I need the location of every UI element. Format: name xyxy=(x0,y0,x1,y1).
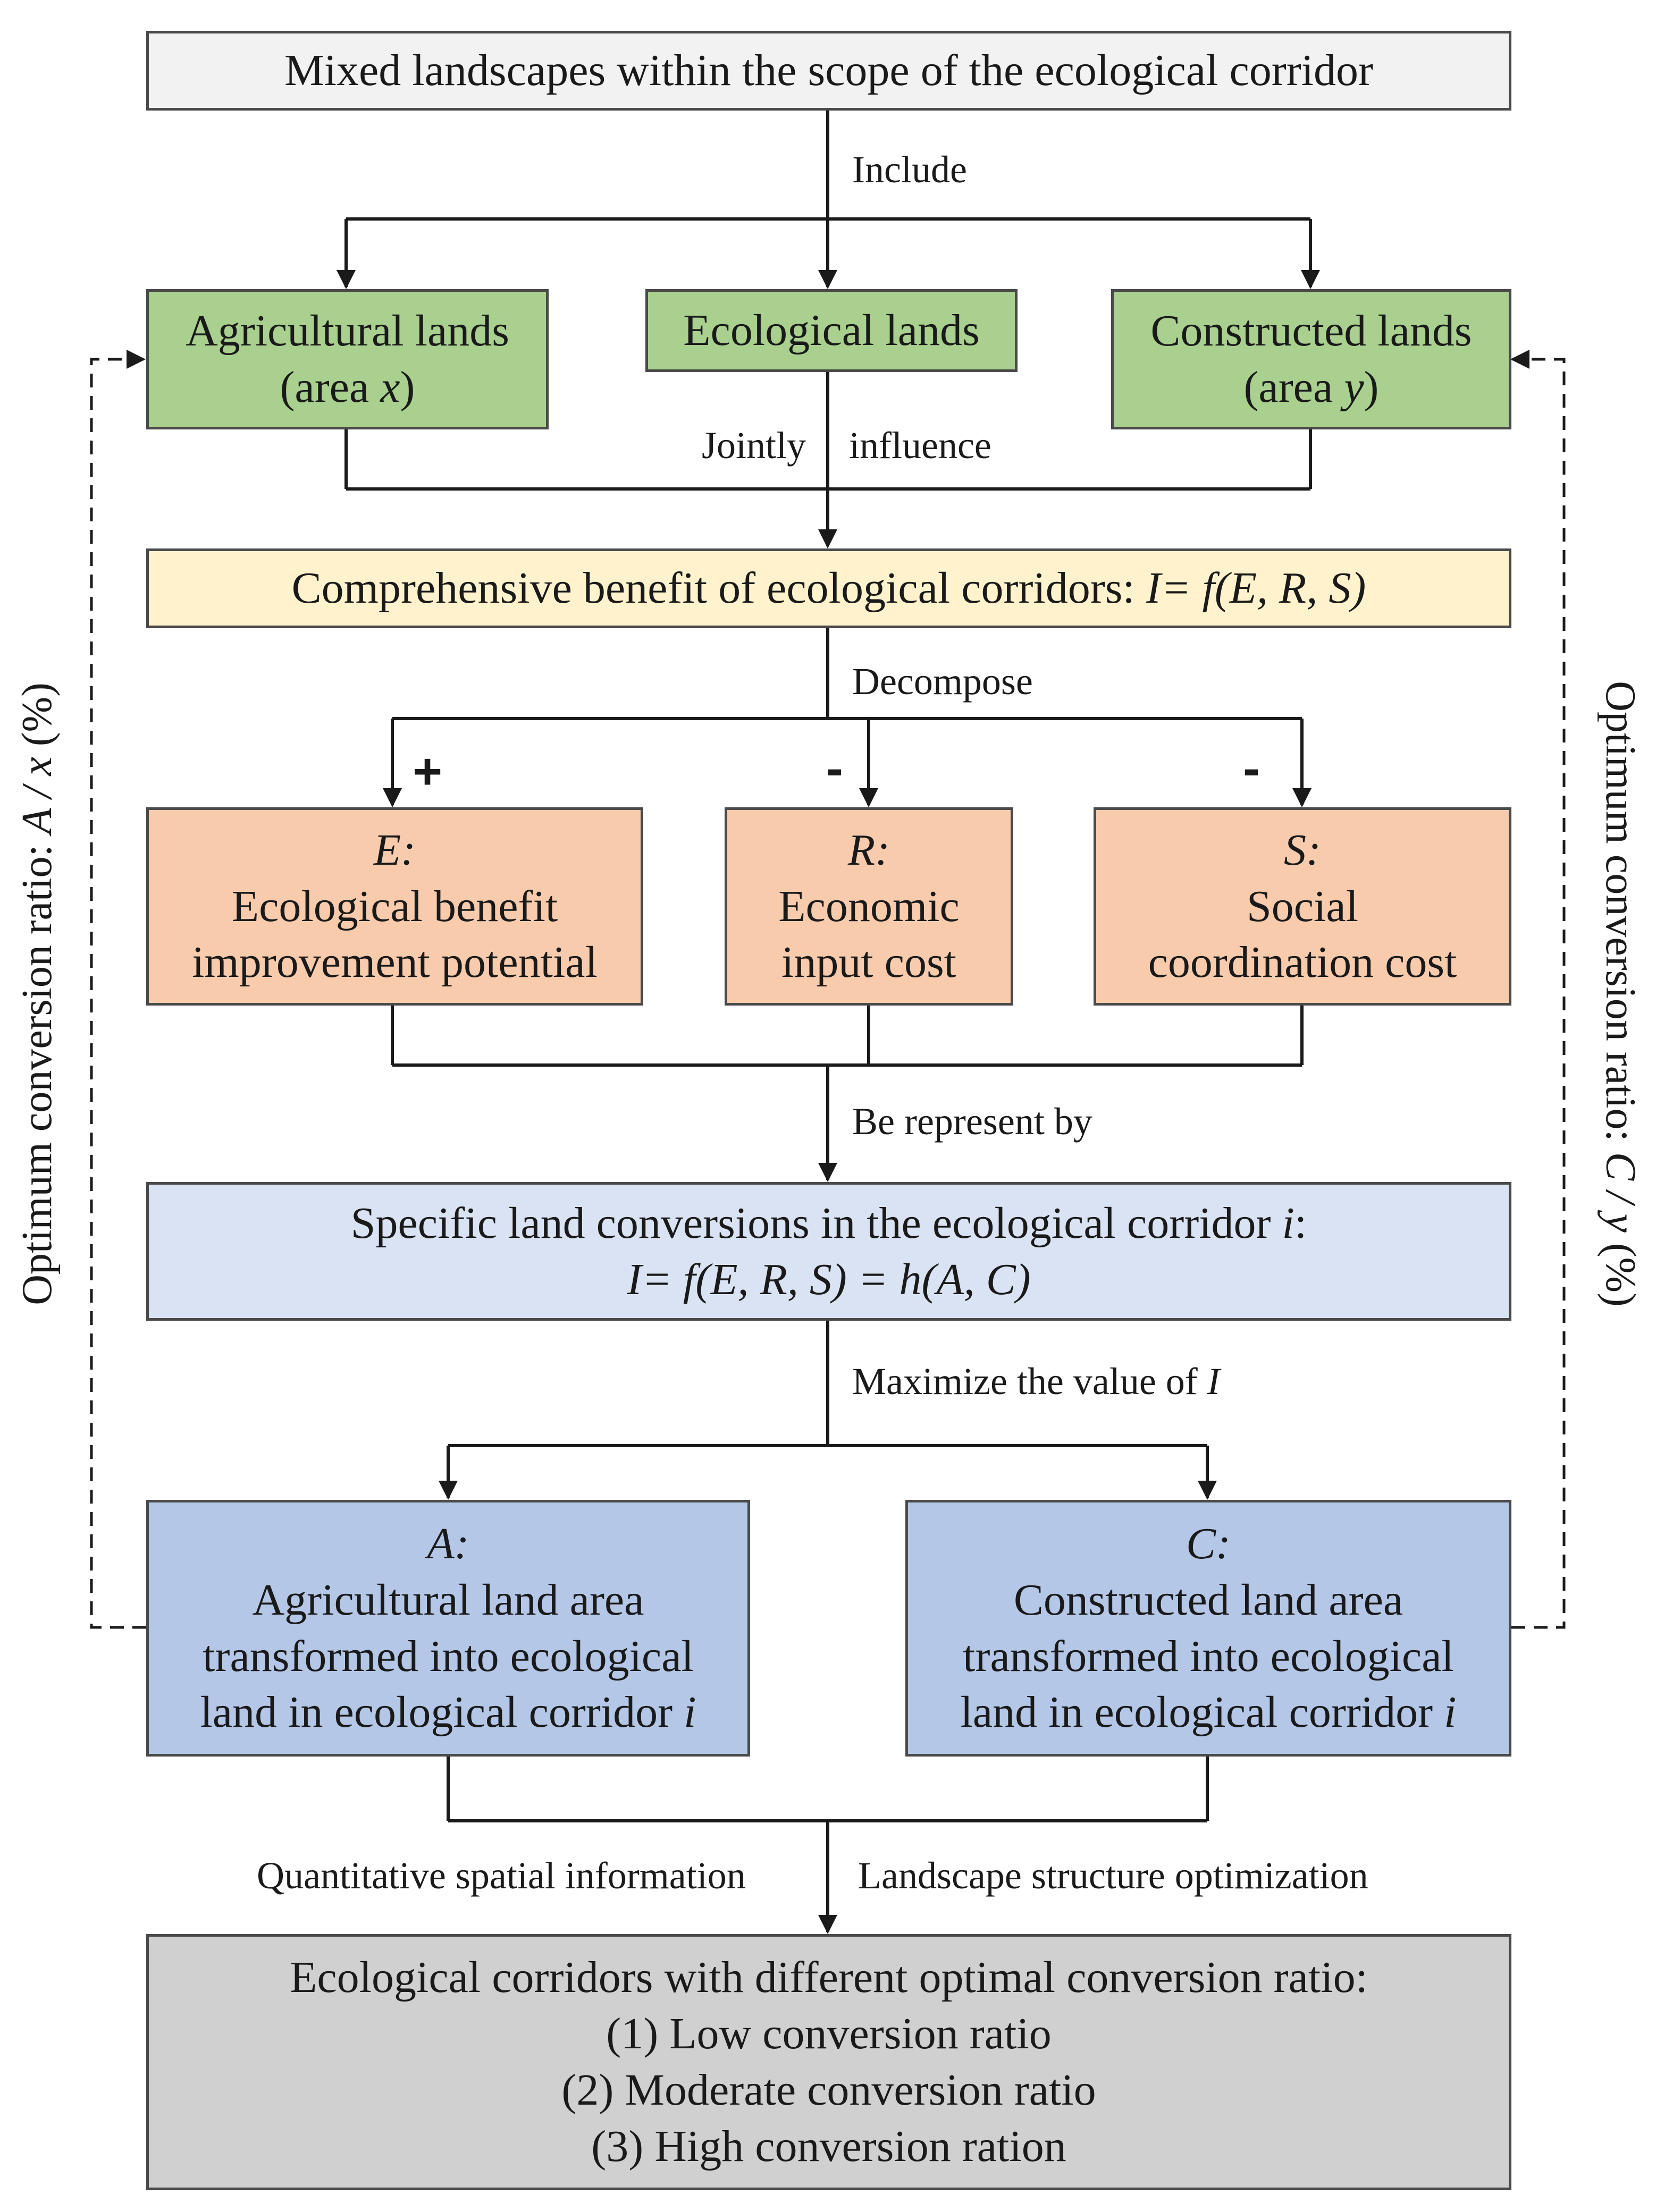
label-decompose: Decompose xyxy=(852,660,1033,703)
r-line2: input cost xyxy=(781,938,956,987)
label-landscape-optimization: Landscape structure optimization xyxy=(858,1854,1368,1897)
c-line2: transformed into ecological xyxy=(963,1631,1454,1681)
e-variable: E: xyxy=(373,825,416,875)
r-line1: Economic xyxy=(778,881,960,931)
a-line3: land in ecological corridor i xyxy=(200,1687,696,1737)
mixed-landscapes-text: Mixed landscapes within the scope of the… xyxy=(284,46,1373,96)
agricultural-area-text: (area x) xyxy=(280,362,415,412)
sign-minus-s: - xyxy=(1243,740,1260,797)
side-label-right: Optimum conversion ratio: C / y (%) xyxy=(1597,681,1644,1307)
a-line1: Agricultural land area xyxy=(252,1575,644,1625)
constructed-area-text: (area y) xyxy=(1243,362,1379,412)
label-influence: influence xyxy=(849,424,991,467)
agricultural-lands-box: Agricultural lands (area x) xyxy=(146,289,549,429)
label-quantitative: Quantitative spatial information xyxy=(257,1854,746,1897)
ecological-lands-title: Ecological lands xyxy=(683,306,980,356)
final-corridors-box: Ecological corridors with different opti… xyxy=(146,1934,1511,2190)
a-agricultural-transform-box: A: Agricultural land area transformed in… xyxy=(146,1500,750,1757)
mixed-landscapes-box: Mixed landscapes within the scope of the… xyxy=(146,31,1511,111)
e-ecological-benefit-box: E: Ecological benefit improvement potent… xyxy=(146,807,643,1006)
r-variable: R: xyxy=(847,825,890,875)
c-variable: C: xyxy=(1186,1518,1231,1568)
final-item-high: (3) High conversion ration xyxy=(591,2121,1066,2171)
final-item-low: (1) Low conversion ratio xyxy=(606,2009,1052,2059)
comprehensive-benefit-text: Comprehensive benefit of ecological corr… xyxy=(291,563,1366,613)
sign-plus: + xyxy=(413,743,443,800)
s-line2: coordination cost xyxy=(1148,938,1457,987)
label-include: Include xyxy=(852,148,967,191)
r-economic-cost-box: R: Economic input cost xyxy=(725,807,1013,1006)
c-line3: land in ecological corridor i xyxy=(960,1687,1457,1737)
a-variable: A: xyxy=(427,1518,469,1568)
sign-minus-r: - xyxy=(826,740,843,797)
s-variable: S: xyxy=(1284,825,1321,875)
label-jointly: Jointly xyxy=(702,424,806,467)
label-maximize: Maximize the value of I xyxy=(852,1360,1220,1403)
feedback-left-dashed xyxy=(90,350,146,1629)
specific-formula: I= f(E, R, S) = h(A, C) xyxy=(627,1254,1031,1304)
constructed-lands-title: Constructed lands xyxy=(1150,306,1472,356)
agricultural-lands-title: Agricultural lands xyxy=(186,306,509,356)
c-constructed-transform-box: C: Constructed land area transformed int… xyxy=(905,1500,1511,1757)
e-line1: Ecological benefit xyxy=(231,881,558,931)
constructed-lands-box: Constructed lands (area y) xyxy=(1111,289,1511,429)
comprehensive-benefit-box: Comprehensive benefit of ecological corr… xyxy=(146,548,1511,628)
specific-line1: Specific land conversions in the ecologi… xyxy=(350,1198,1307,1248)
final-item-moderate: (2) Moderate conversion ratio xyxy=(561,2065,1096,2115)
s-line1: Social xyxy=(1247,881,1358,931)
side-label-left: Optimum conversion ratio: A / x (%) xyxy=(14,682,61,1305)
e-line2: improvement potential xyxy=(192,938,598,987)
a-line2: transformed into ecological xyxy=(203,1631,694,1681)
ecological-lands-box: Ecological lands xyxy=(645,289,1018,372)
final-title: Ecological corridors with different opti… xyxy=(290,1953,1368,2003)
label-be-represent-by: Be represent by xyxy=(852,1100,1092,1143)
feedback-right-dashed xyxy=(1510,350,1566,1629)
s-social-cost-box: S: Social coordination cost xyxy=(1094,807,1511,1006)
c-line1: Constructed land area xyxy=(1013,1575,1403,1625)
specific-conversions-box: Specific land conversions in the ecologi… xyxy=(146,1182,1511,1321)
